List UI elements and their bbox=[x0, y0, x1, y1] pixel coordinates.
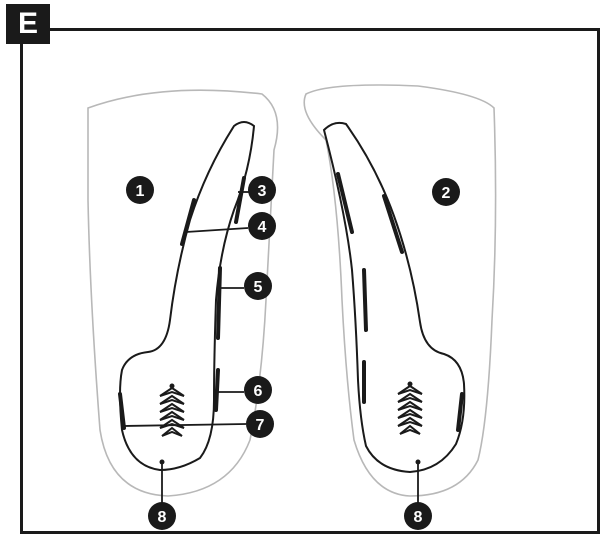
left-heel-chevrons-icon bbox=[159, 383, 185, 437]
left-seg-e bbox=[118, 392, 126, 430]
callout-4-label: 4 bbox=[258, 219, 267, 236]
callout-3-label: 3 bbox=[258, 183, 267, 200]
callout-2: 2 bbox=[432, 178, 460, 206]
right-seg-e bbox=[456, 392, 464, 432]
right-seg-b bbox=[382, 194, 404, 254]
callout-1-label: 1 bbox=[136, 183, 145, 200]
left-seg-d bbox=[214, 368, 220, 412]
left-seg-a bbox=[180, 198, 196, 246]
callout-7: 7 bbox=[246, 410, 274, 438]
callout-5-label: 5 bbox=[254, 279, 263, 296]
right-seg-a bbox=[336, 172, 354, 234]
callout-8-right: 8 bbox=[404, 502, 432, 530]
callout-8-right-label: 8 bbox=[414, 509, 423, 526]
callout-8-left: 8 bbox=[148, 502, 176, 530]
callout-6-label: 6 bbox=[254, 383, 263, 400]
left-inner-pad bbox=[119, 121, 256, 472]
callout-3: 3 bbox=[248, 176, 276, 204]
leader-7 bbox=[123, 423, 247, 427]
panel-label: E bbox=[6, 4, 50, 44]
callout-7-label: 7 bbox=[256, 417, 265, 434]
right-inner-pad bbox=[322, 121, 466, 474]
right-seg-c bbox=[362, 268, 368, 332]
callout-5: 5 bbox=[244, 272, 272, 300]
leader-4 bbox=[185, 227, 249, 233]
left-seg-c bbox=[216, 266, 222, 340]
left-seg-b bbox=[234, 176, 246, 224]
right-heel-chevrons-icon bbox=[397, 381, 423, 435]
callout-8-left-label: 8 bbox=[158, 509, 167, 526]
callout-2-label: 2 bbox=[442, 185, 451, 202]
callout-6: 6 bbox=[244, 376, 272, 404]
callout-4: 4 bbox=[248, 212, 276, 240]
callout-1: 1 bbox=[126, 176, 154, 204]
